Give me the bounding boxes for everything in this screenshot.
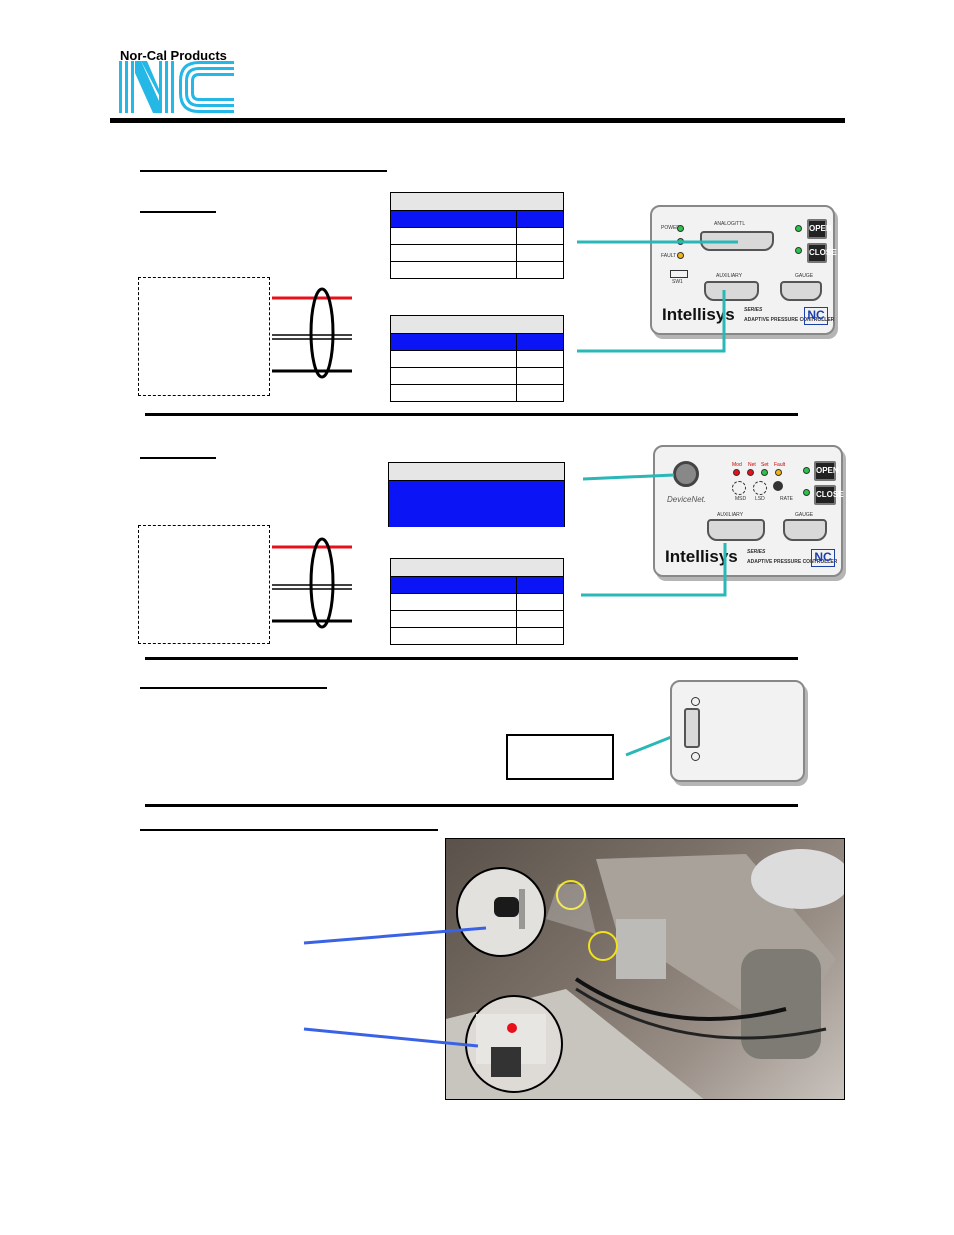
brand-name-2: Intellisys: [665, 547, 738, 566]
section-divider-1: [145, 413, 798, 416]
open-button-2[interactable]: OPEN: [814, 461, 839, 481]
dial-label-lsd: LSD: [755, 496, 765, 502]
subsection-heading-underline: [140, 211, 216, 213]
led-label-fault: FAULT: [661, 253, 677, 259]
pin-table-auxiliary-2: [390, 558, 564, 645]
port-label-analog: ANALOG/TTL: [714, 221, 746, 227]
background-part: [751, 849, 844, 909]
section-divider-3: [145, 804, 798, 807]
device-subtitle-2: ADAPTIVE PRESSURE CONTROLLER: [747, 559, 838, 565]
twisted-pair-loop: [309, 287, 335, 379]
led-label-set: Set: [761, 462, 769, 468]
cable-1: [574, 977, 787, 1021]
switch-icon: [670, 270, 688, 278]
led-label-mod: Mod: [732, 462, 742, 468]
wiring-placeholder-box: [138, 277, 270, 396]
switch-label: SW1: [672, 279, 683, 285]
photo-callout-arrows: [303, 926, 487, 1048]
led-label-net: Net: [748, 462, 756, 468]
highlight-circle-2: [588, 931, 618, 961]
devicenet-controller-device: DeviceNet. Mod Net Set Fault MSD LSD RAT…: [653, 445, 844, 577]
analog-controller-device: ANALOG/TTL POWER FAULT SW1 AUXILIARY GAU…: [650, 205, 837, 335]
callout-lines-1: [577, 240, 738, 353]
power-led: [677, 225, 684, 232]
gauge-connector: [780, 281, 822, 301]
manual-override-knob: [494, 897, 519, 917]
pin-table-auxiliary-1: [390, 315, 564, 402]
series-label: SERIES: [744, 307, 763, 313]
set-led: [761, 469, 768, 476]
cable-2: [575, 987, 827, 1040]
dial-label-rate: RATE: [780, 496, 793, 502]
twisted-pair-loop-2: [309, 537, 335, 629]
nc-logo-mark: [119, 61, 234, 113]
nc-badge-icon: NC: [804, 307, 828, 325]
close-led: [795, 247, 802, 254]
header-rule: [110, 118, 845, 123]
lsd-dial-icon[interactable]: [753, 481, 767, 495]
screw-icon-top: [691, 697, 700, 706]
knob-bracket: [519, 889, 525, 929]
mod-led: [733, 469, 740, 476]
port-label-aux: AUXILIARY: [716, 273, 743, 279]
msd-dial-icon[interactable]: [732, 481, 746, 495]
valve-photo: [445, 838, 845, 1100]
auxiliary-connector: [704, 281, 759, 301]
network-label: DeviceNet.: [667, 495, 707, 504]
actuator-body: [741, 949, 821, 1059]
close-button-2[interactable]: CLOSE: [814, 485, 844, 505]
devicenet-port-icon: [673, 461, 699, 487]
devicenet-info-box: [388, 462, 565, 527]
valve-photo-illustration: [446, 849, 844, 1099]
series-label-2: SERIES: [747, 549, 766, 555]
dsub-connector-vertical: [684, 708, 700, 748]
close-button[interactable]: CLOSE: [807, 243, 837, 263]
led-label-power: POWER: [661, 225, 680, 231]
wiring-diagram: [272, 287, 352, 379]
rate-dial-icon[interactable]: [773, 481, 783, 491]
net-led: [747, 469, 754, 476]
indicator-red-dot: [507, 1023, 517, 1033]
section-divider-2: [145, 657, 798, 660]
subsection-heading-underline-2: [140, 457, 216, 459]
wiring-diagram-2: [272, 537, 352, 629]
fault-led: [677, 252, 684, 259]
wiring-placeholder-box-2: [138, 525, 270, 644]
open-button[interactable]: OPEN: [807, 219, 832, 239]
open-led-2: [803, 467, 810, 474]
callout-lines-2: [581, 473, 727, 597]
connector-panel: [670, 680, 805, 782]
port-label-aux-2: AUXILIARY: [717, 512, 744, 518]
dial-label-msd: MSD: [735, 496, 747, 502]
close-led-2: [803, 489, 810, 496]
pin-table-analog: [390, 192, 564, 279]
highlight-circle-1: [556, 880, 586, 910]
led-label-fault: Fault: [774, 462, 786, 468]
connector-label-box: [506, 734, 614, 780]
solenoid-block: [616, 919, 666, 979]
fault-led-2: [775, 469, 782, 476]
solenoid-label: [491, 1047, 521, 1077]
port-label-gauge: GAUGE: [795, 273, 814, 279]
gauge-connector-2: [783, 519, 827, 541]
auxiliary-connector-2: [707, 519, 765, 541]
section-heading-underline-4: [140, 829, 438, 831]
port-label-gauge-2: GAUGE: [795, 512, 814, 518]
screw-icon-bottom: [691, 752, 700, 761]
nc-badge-icon-2: NC: [811, 549, 835, 567]
section-heading-underline: [140, 170, 387, 172]
zoom-beam-1: [546, 884, 596, 934]
devicenet-info-body: [389, 481, 564, 527]
company-name: Nor-Cal Products: [120, 48, 227, 63]
devicenet-info-header: [389, 463, 564, 481]
device-subtitle: ADAPTIVE PRESSURE CONTROLLER: [744, 317, 835, 323]
brand-name: Intellisys: [662, 305, 735, 324]
open-led: [795, 225, 802, 232]
section-heading-underline-3: [140, 687, 327, 689]
